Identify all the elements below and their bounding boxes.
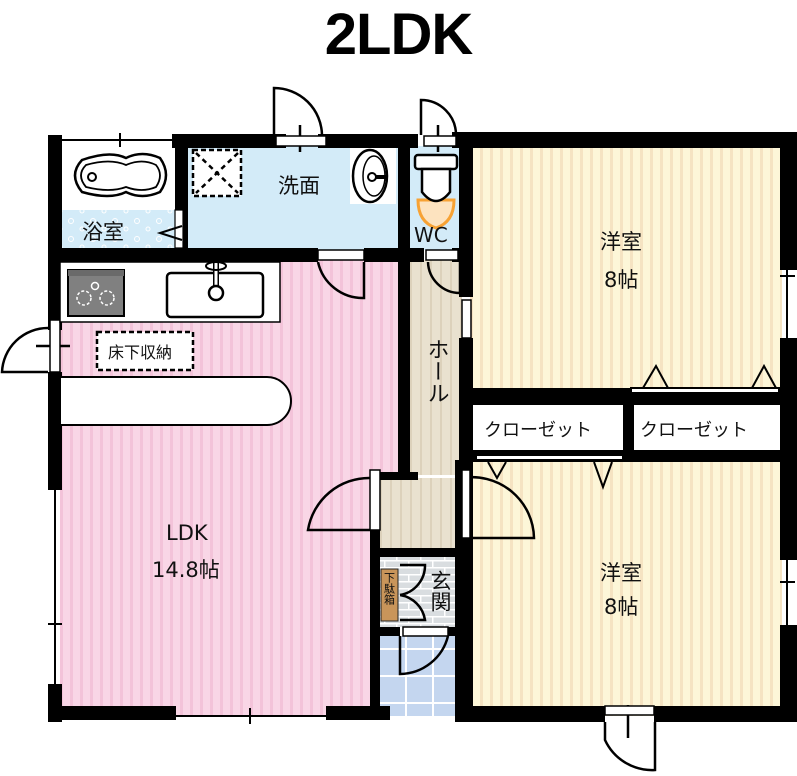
shoe-box-label: 下駄箱 (383, 572, 396, 606)
kitchen-sink-icon (165, 261, 265, 319)
hall-lower (380, 478, 462, 550)
closet-1 (477, 405, 623, 450)
hall-label: ホール (424, 338, 449, 404)
western-room-1 (470, 146, 782, 390)
kitchen-counter (59, 261, 281, 323)
underfloor-storage-label: 床下収納 (108, 343, 172, 362)
shoe-box (380, 568, 399, 622)
hall-window (461, 299, 472, 380)
bathtub-icon (73, 152, 168, 198)
underfloor-storage (95, 330, 195, 372)
door-jambs (49, 135, 655, 716)
ldk-label: LDK (166, 521, 209, 545)
floor-plan-title: 2LDK (324, 2, 473, 67)
closet-doors (475, 363, 780, 490)
western-room-1-size: 8帖 (604, 268, 638, 292)
wc-label: WC (414, 223, 448, 247)
hall (410, 260, 462, 475)
closet-2 (634, 405, 780, 450)
bathroom-label: 浴室 (82, 220, 124, 244)
washroom-label: 洗面 (278, 174, 320, 198)
stove-icon (67, 269, 125, 317)
ldk-size: 14.8帖 (152, 558, 220, 582)
washing-machine-space-icon (191, 148, 243, 198)
windows (48, 133, 795, 724)
dining-counter (59, 376, 292, 426)
bath-door-icon (156, 209, 184, 249)
closet-2-label: クローゼット (640, 420, 748, 441)
western-room-2-label: 洋室 (600, 561, 642, 585)
western-room-2-size: 8帖 (604, 595, 638, 619)
western-room-1-label: 洋室 (600, 230, 642, 254)
wash-basin-icon (350, 148, 396, 204)
western-room-2 (470, 460, 782, 716)
toilet-icon (413, 153, 459, 230)
ldk-room (60, 260, 400, 715)
entrance-porch (380, 636, 462, 716)
entrance-label: 玄関 (428, 570, 452, 612)
closet-1-label: クローゼット (484, 420, 592, 441)
walls (48, 132, 797, 722)
